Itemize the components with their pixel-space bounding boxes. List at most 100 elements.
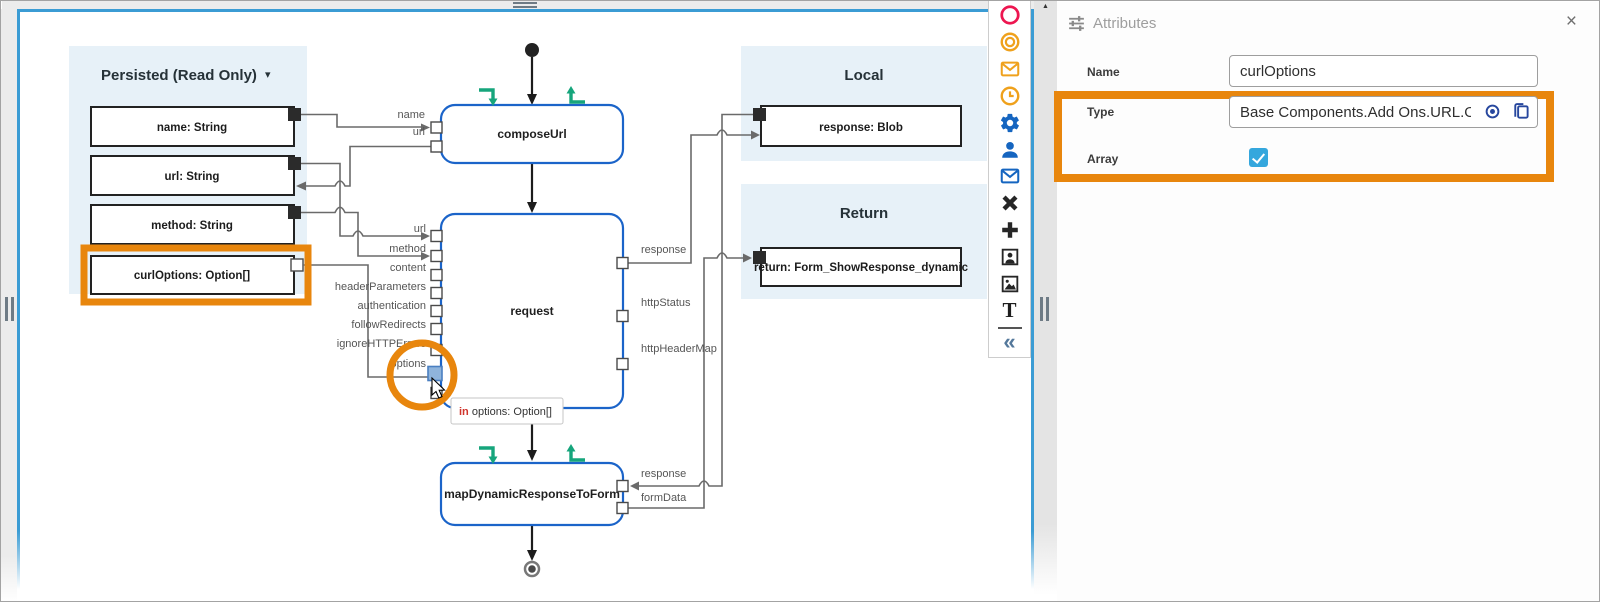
enter-step-icon[interactable] bbox=[479, 88, 495, 100]
node-composeurl[interactable] bbox=[439, 103, 625, 165]
close-icon[interactable]: × bbox=[1565, 11, 1577, 32]
exit-step-icon[interactable] bbox=[569, 92, 585, 104]
variable-label: curlOptions: Option[] bbox=[134, 270, 250, 282]
variable-label: return: Form_ShowResponse_dynamic bbox=[754, 262, 969, 274]
attributes-title: Attributes bbox=[1093, 15, 1157, 32]
shape-toolbar: T « bbox=[988, 1, 1031, 358]
mail-icon[interactable] bbox=[996, 56, 1024, 83]
edge-label: name bbox=[397, 109, 425, 121]
port-curloptions-out[interactable] bbox=[290, 258, 304, 272]
record-circle-icon[interactable] bbox=[996, 2, 1024, 29]
variable-box-url[interactable] bbox=[90, 155, 295, 196]
variable-box-curloptions[interactable] bbox=[90, 255, 295, 295]
edge-label: httpStatus bbox=[641, 297, 691, 309]
edge-label: headerParameters bbox=[335, 281, 427, 293]
right-splitter-handle[interactable] bbox=[1040, 297, 1049, 321]
highlight-curloptions-box bbox=[80, 244, 312, 306]
edge-label: formData bbox=[641, 492, 687, 504]
edge-label: method bbox=[389, 243, 426, 255]
request-port-authentication[interactable] bbox=[430, 304, 443, 318]
request-port-response[interactable] bbox=[616, 256, 629, 270]
canvas-border-right bbox=[1031, 9, 1034, 589]
top-splitter[interactable] bbox=[2, 1, 1034, 9]
variable-label: response: Blob bbox=[819, 122, 903, 134]
portrait-image-icon[interactable] bbox=[996, 244, 1024, 271]
collapse-panel-icon[interactable]: « bbox=[1003, 328, 1016, 354]
select-type-icon[interactable] bbox=[1483, 102, 1502, 121]
exit-step-icon bbox=[566, 444, 576, 452]
edge-label: url bbox=[413, 126, 425, 138]
variable-box-name[interactable] bbox=[90, 106, 295, 147]
edge-label: httpHeaderMap bbox=[641, 343, 717, 355]
composeurl-port-name[interactable] bbox=[430, 121, 443, 134]
request-port-httpheadermap[interactable] bbox=[616, 357, 629, 371]
name-field-label: Name bbox=[1087, 65, 1120, 79]
port-tooltip-text: in options: Option[] bbox=[459, 406, 552, 418]
map-port-response[interactable] bbox=[616, 479, 629, 493]
right-splitter[interactable]: ▲ bbox=[1034, 1, 1057, 595]
variable-box-response[interactable] bbox=[760, 105, 962, 147]
persisted-caret-icon[interactable]: ▾ bbox=[265, 69, 271, 81]
request-port-url[interactable] bbox=[430, 229, 443, 243]
request-port-options-selected[interactable] bbox=[427, 365, 443, 382]
persisted-panel-title[interactable]: Persisted (Read Only) bbox=[101, 67, 257, 84]
copy-icon[interactable] bbox=[1511, 102, 1530, 121]
clock-icon[interactable] bbox=[996, 83, 1024, 110]
request-port-followredirects[interactable] bbox=[430, 322, 443, 336]
array-checkbox[interactable] bbox=[1249, 148, 1268, 167]
port-tooltip bbox=[450, 397, 564, 425]
port-name-out[interactable] bbox=[288, 108, 301, 121]
scroll-up-icon[interactable]: ▲ bbox=[1042, 3, 1049, 10]
settings-gear-icon[interactable] bbox=[996, 109, 1024, 136]
variable-label: url: String bbox=[165, 171, 220, 183]
top-splitter-handle[interactable] bbox=[513, 2, 537, 8]
request-port-httpstatus[interactable] bbox=[616, 309, 629, 323]
start-node[interactable] bbox=[525, 43, 539, 57]
port-url-out[interactable] bbox=[288, 157, 301, 170]
edge-label: response bbox=[641, 244, 686, 256]
map-port-formdata[interactable] bbox=[616, 501, 629, 515]
photo-image-icon[interactable] bbox=[996, 270, 1024, 297]
edge-label: url bbox=[414, 223, 426, 235]
enter-step-icon bbox=[488, 456, 498, 464]
edge-label: authentication bbox=[358, 300, 427, 312]
left-splitter[interactable] bbox=[1, 9, 17, 601]
enter-step-icon[interactable] bbox=[479, 446, 495, 458]
flow-canvas[interactable]: Persisted (Read Only) ▾ Local Return nam… bbox=[20, 12, 1031, 601]
edge-label: options bbox=[391, 358, 427, 370]
close-x-icon[interactable] bbox=[996, 190, 1024, 217]
attributes-panel: Attributes × Name Type Array bbox=[1054, 2, 1599, 601]
node-label: composeUrl bbox=[497, 127, 566, 141]
name-input[interactable] bbox=[1229, 55, 1538, 87]
mouse-cursor bbox=[431, 376, 446, 399]
node-label: request bbox=[510, 304, 553, 318]
text-tool-icon[interactable]: T bbox=[1002, 298, 1017, 323]
port-response-read[interactable] bbox=[753, 108, 766, 121]
user-icon[interactable] bbox=[996, 136, 1024, 163]
canvas-border-left bbox=[17, 9, 20, 589]
add-plus-icon[interactable] bbox=[996, 217, 1024, 244]
mail-blue-icon[interactable] bbox=[996, 163, 1024, 190]
variable-box-method[interactable] bbox=[90, 204, 295, 245]
composeurl-port-url[interactable] bbox=[430, 140, 443, 153]
port-method-out[interactable] bbox=[288, 206, 301, 219]
request-port-headerparameters[interactable] bbox=[430, 286, 443, 300]
enter-step-icon bbox=[488, 98, 498, 106]
array-field-label: Array bbox=[1087, 152, 1119, 166]
local-panel-title: Local bbox=[844, 67, 883, 84]
node-mapdynamicresponsetoform[interactable] bbox=[439, 461, 625, 527]
toolbar-divider bbox=[997, 327, 1022, 330]
type-field-label: Type bbox=[1087, 105, 1115, 119]
edge-label: response bbox=[641, 468, 686, 480]
status-circle-icon[interactable] bbox=[996, 29, 1024, 56]
exit-step-icon[interactable] bbox=[569, 450, 585, 462]
variable-box-return[interactable] bbox=[760, 247, 962, 287]
request-port-content[interactable] bbox=[430, 268, 443, 282]
tune-icon bbox=[1069, 16, 1084, 31]
canvas-border-top bbox=[17, 9, 1034, 12]
left-splitter-handle[interactable] bbox=[5, 297, 14, 321]
request-port-method[interactable] bbox=[430, 249, 443, 263]
port-return-write[interactable] bbox=[753, 251, 766, 264]
attributes-header: Attributes bbox=[1067, 14, 1156, 33]
